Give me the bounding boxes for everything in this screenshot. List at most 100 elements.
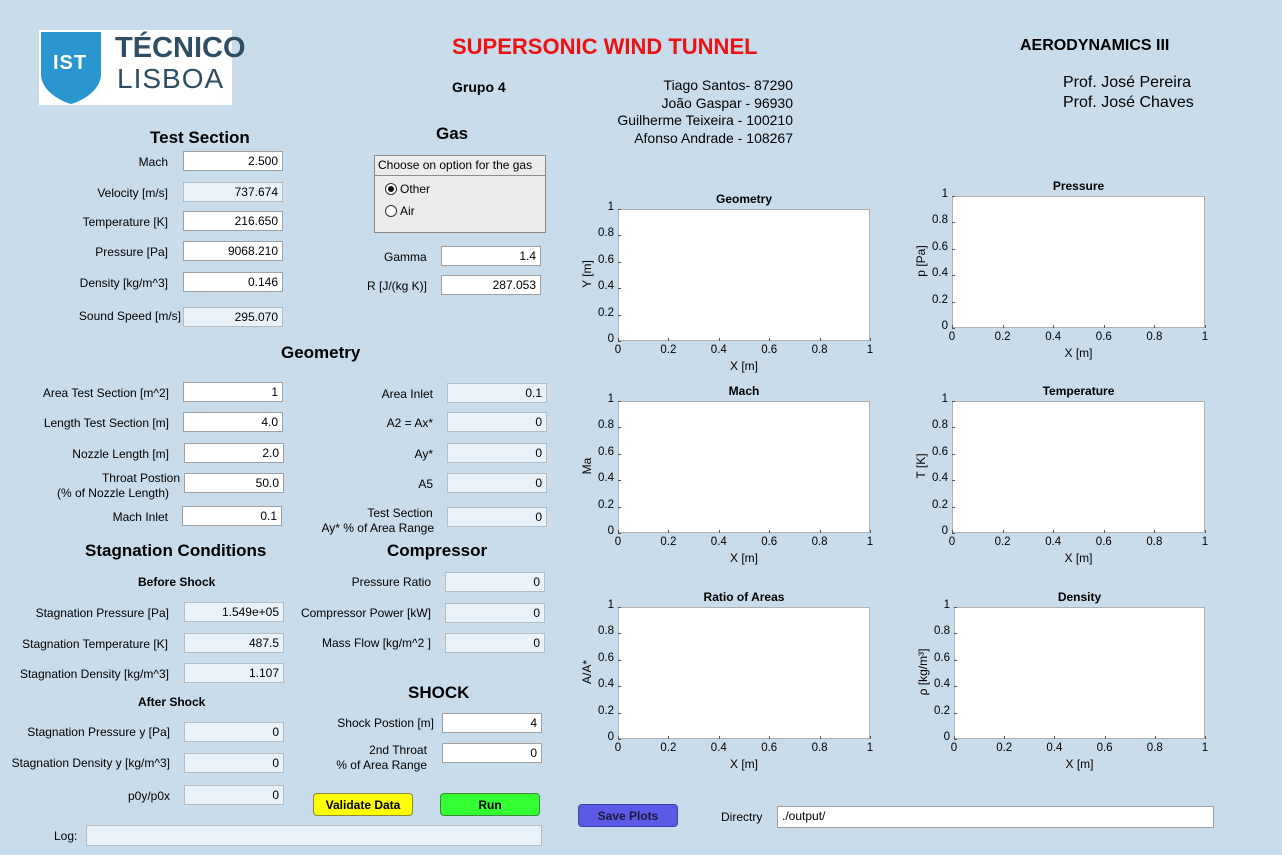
- stagnation-pressure-output: 1.549e+05: [184, 602, 284, 622]
- validate-data-button[interactable]: Validate Data: [313, 793, 413, 816]
- y-axis-label: Ma: [580, 457, 594, 475]
- r-input[interactable]: 287.053: [441, 275, 541, 295]
- field-label: A5: [418, 477, 433, 491]
- x-tick-mark: [668, 530, 670, 533]
- x-tick-label: 0.8: [1146, 536, 1163, 548]
- x-tick-label: 0.8: [1146, 331, 1163, 343]
- y-tick-label: 0.6: [932, 445, 948, 458]
- x-axis-label: X [m]: [1065, 757, 1094, 771]
- length-test-section-input[interactable]: 4.0: [183, 412, 283, 432]
- y-tick-mark: [618, 235, 621, 237]
- density-input[interactable]: 0.146: [183, 272, 283, 292]
- ay-output: 0: [447, 443, 547, 463]
- gas-title: Gas: [436, 124, 469, 143]
- x-tick-mark: [1205, 530, 1206, 533]
- gamma-label: Gamma: [384, 250, 427, 264]
- gas-option-label: Air: [400, 204, 415, 218]
- course-title: AERODYNAMICS III: [1020, 37, 1170, 54]
- gas-panel-title: Choose on option for the gas: [375, 156, 545, 176]
- logo-line2: LISBOA: [117, 63, 225, 94]
- y-axis-label: ρ [kg/m³]: [916, 648, 930, 696]
- shock-position-input[interactable]: 4: [442, 713, 542, 733]
- y-tick-mark: [618, 209, 621, 210]
- y-tick-label: 0.8: [598, 419, 614, 432]
- x-tick-mark: [1154, 325, 1156, 328]
- x-tick-label: 0.2: [996, 742, 1013, 754]
- log-field: [86, 825, 542, 846]
- x-tick-label: 0.8: [811, 344, 828, 356]
- y-tick-mark: [952, 328, 955, 329]
- temperature-input[interactable]: 216.650: [183, 211, 283, 231]
- y-tick-mark: [952, 506, 955, 508]
- x-tick-mark: [1205, 325, 1206, 328]
- mach-inlet-input[interactable]: 0.1: [182, 506, 282, 526]
- after-shock-title: After Shock: [138, 695, 206, 709]
- directory-label: Directry: [721, 810, 763, 824]
- y-tick-mark: [954, 659, 957, 661]
- x-tick-label: 0.2: [994, 536, 1011, 548]
- x-tick-label: 0.4: [710, 742, 727, 754]
- stagnation-density-output: 1.107: [184, 663, 284, 683]
- x-tick-label: 0.4: [1046, 742, 1063, 754]
- y-tick-mark: [952, 401, 955, 402]
- y-tick-label: 0.2: [598, 704, 614, 717]
- y-tick-mark: [952, 222, 955, 224]
- field-label: Pressure [Pa]: [95, 245, 168, 259]
- x-axis-label: X [m]: [729, 359, 758, 373]
- x-tick-label: 0.2: [660, 742, 677, 754]
- pressure-input[interactable]: 9068.210: [183, 241, 283, 261]
- save-plots-button[interactable]: Save Plots: [578, 804, 678, 827]
- nozzle-length-input[interactable]: 2.0: [184, 443, 284, 463]
- x-tick-mark: [819, 736, 821, 739]
- x-tick-mark: [718, 338, 720, 341]
- radio-empty-icon[interactable]: [385, 205, 397, 217]
- run-button[interactable]: Run: [440, 793, 540, 816]
- x-tick-mark: [952, 325, 953, 328]
- compressor-power-output: 0: [445, 603, 545, 623]
- x-tick-label: 0: [614, 742, 622, 754]
- throat-position-input[interactable]: 50.0: [184, 473, 284, 493]
- x-tick-label: 0.8: [811, 742, 828, 754]
- y-tick-mark: [618, 659, 621, 661]
- y-tick-label: 0.8: [932, 214, 948, 227]
- y-tick-label: 0.4: [932, 267, 948, 280]
- x-tick-label: 0.4: [710, 536, 727, 548]
- x-tick-mark: [952, 530, 953, 533]
- mach-input[interactable]: 2.500: [183, 151, 283, 171]
- y-tick-mark: [952, 480, 955, 482]
- second-throat-input[interactable]: 0: [442, 743, 542, 763]
- x-tick-mark: [769, 736, 771, 739]
- logo-mark: IST: [53, 52, 88, 74]
- professor: Prof. José Pereira: [1063, 74, 1192, 91]
- x-tick-label: 1: [1201, 331, 1209, 343]
- gas-option-air[interactable]: Air: [385, 204, 415, 218]
- y-tick-mark: [618, 506, 621, 508]
- radio-selected-icon[interactable]: [385, 183, 397, 195]
- x-tick-mark: [870, 338, 871, 341]
- y-tick-label: 0.8: [932, 419, 948, 432]
- member: Afonso Andrade - 108267: [634, 129, 793, 146]
- member: Guilherme Teixeira - 100210: [617, 112, 793, 128]
- y-tick-label: 1: [941, 393, 948, 405]
- field-label: Nozzle Length [m]: [72, 447, 169, 461]
- x-tick-mark: [1154, 736, 1156, 739]
- stagnation-density-y-output: 0: [184, 753, 284, 773]
- gas-option-other[interactable]: Other: [385, 182, 430, 196]
- professors-list: Prof. José Pereira Prof. José Chaves: [1063, 73, 1194, 113]
- y-tick-mark: [618, 739, 621, 740]
- y-tick-mark: [618, 712, 621, 714]
- field-label: Temperature [K]: [82, 215, 168, 229]
- x-tick-mark: [819, 338, 821, 341]
- area-test-section-input[interactable]: 1: [183, 382, 283, 402]
- y-tick-label: 0.4: [934, 678, 950, 691]
- y-tick-label: 0.2: [932, 498, 948, 511]
- field-label: Mach: [138, 155, 168, 169]
- gamma-input[interactable]: 1.4: [441, 246, 541, 266]
- member: João Gaspar - 96930: [661, 94, 793, 111]
- directory-input[interactable]: ./output/: [777, 806, 1214, 828]
- y-tick-label: 0: [607, 731, 614, 743]
- y-axis-label: p [Pa]: [914, 245, 928, 277]
- x-tick-label: 0.4: [1045, 536, 1062, 548]
- x-tick-label: 1: [866, 742, 874, 754]
- field-label: Sound Speed [m/s]: [78, 309, 181, 323]
